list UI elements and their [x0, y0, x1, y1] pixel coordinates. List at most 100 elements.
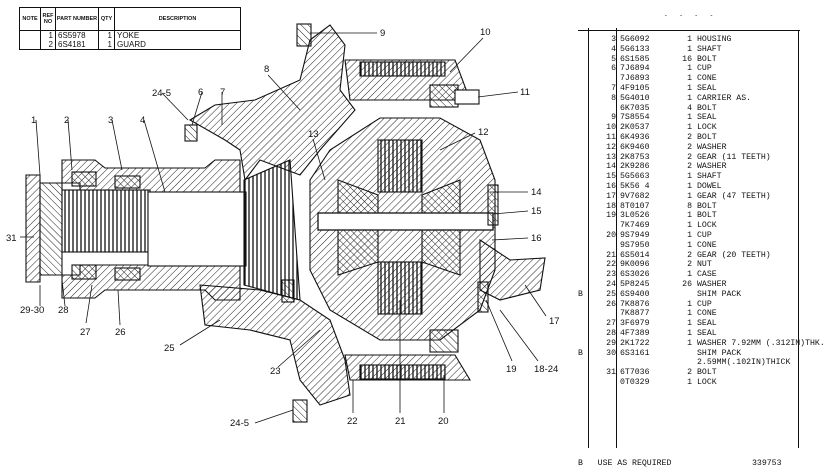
- callout-28: 28: [58, 305, 69, 316]
- description: BOLT: [697, 368, 717, 378]
- bolt-top: [296, 23, 312, 47]
- bearing-cup-left: [71, 171, 97, 187]
- description: CONE: [697, 240, 717, 250]
- ref-no: 16: [606, 181, 616, 191]
- note-code: B: [578, 289, 583, 299]
- description: GEAR (20 TEETH): [697, 250, 771, 260]
- part-number: 5G4010: [620, 93, 650, 103]
- part-number: 3L0526: [620, 211, 650, 221]
- callout-23: 23: [270, 366, 281, 377]
- quantity: 1: [687, 64, 692, 74]
- part-number: 2K9286: [620, 162, 650, 172]
- ref-no: 19: [606, 211, 616, 221]
- callout-17: 17: [549, 316, 560, 327]
- description: CUP: [697, 64, 712, 74]
- part-number: 6K4936: [620, 132, 650, 142]
- ref-no: 9: [611, 113, 616, 123]
- differential-cross-section-drawing: 9 10 11 12 8 13 14 15 16 17 18-24 19 20 …: [6, 23, 560, 429]
- quantity: 1: [687, 230, 692, 240]
- description: WASHER: [697, 162, 727, 172]
- description: DOWEL: [697, 181, 722, 191]
- part-number: 9S7950: [620, 240, 650, 250]
- callout-18-24: 18-24: [534, 364, 558, 375]
- cross-shaft: [317, 212, 494, 231]
- ref-no: 8: [611, 93, 616, 103]
- ref-no: 5: [611, 54, 616, 64]
- quantity: 2: [687, 142, 692, 152]
- callout-15: 15: [531, 206, 542, 217]
- callout-9: 9: [380, 28, 385, 39]
- illustration-number: 339753: [752, 459, 782, 468]
- callout-6: 6: [198, 87, 203, 98]
- part-number: 7S8554: [620, 113, 650, 123]
- description: SHIM PACK: [697, 289, 742, 299]
- description: CARRIER AS.: [697, 93, 752, 103]
- quantity: 8: [687, 201, 692, 211]
- callout-4: 4: [140, 115, 145, 126]
- quantity: 4: [687, 103, 692, 113]
- ref-no: 3: [611, 35, 616, 44]
- quantity: 1: [687, 299, 692, 309]
- description: SEAL: [697, 319, 717, 329]
- description: SEAL: [697, 328, 717, 338]
- yoke-flange: [25, 174, 41, 283]
- description: WASHER: [697, 142, 727, 152]
- quantity: 1: [687, 240, 692, 250]
- callout-24-5-top: 24-5: [152, 88, 171, 99]
- quantity: 16: [682, 54, 692, 64]
- description: WASHER 7.92MM (.312IN)THK.: [697, 338, 825, 348]
- table-row: 1 6S5978 1 YOKE: [19, 30, 241, 40]
- quantity: 1: [687, 172, 692, 182]
- ref-no: 18: [606, 201, 616, 211]
- ref-no: 28: [606, 328, 616, 338]
- quantity: 1: [687, 191, 692, 201]
- ref-no: 14: [606, 162, 616, 172]
- part-number: 7J6893: [620, 74, 650, 84]
- footnote: B USE AS REQUIRED: [578, 459, 672, 468]
- ref-no: 24: [606, 279, 616, 289]
- ref-no: 11: [606, 132, 616, 142]
- quantity: 1: [687, 338, 692, 348]
- quantity: 1: [687, 181, 692, 191]
- part-number: 2K8753: [620, 152, 650, 162]
- col-description: DESCRIPTION: [114, 7, 241, 31]
- part-number: 6K9460: [620, 142, 650, 152]
- callout-16: 16: [531, 233, 542, 244]
- quantity: 1: [687, 211, 692, 221]
- ref-no: 6: [611, 64, 616, 74]
- part-number: 5G5663: [620, 172, 650, 182]
- callout-21: 21: [395, 416, 406, 427]
- part-number: 9K0096: [620, 260, 650, 270]
- part-number: 9S7949: [620, 230, 650, 240]
- parts-list-row: 9S7950 1 CONE: [578, 241, 806, 251]
- description: BOLT: [697, 201, 717, 211]
- ref-no: 30: [606, 348, 616, 358]
- quantity: 2: [687, 152, 692, 162]
- part-number: 6K7035: [620, 103, 650, 113]
- description: CUP: [697, 230, 712, 240]
- callout-7: 7: [220, 87, 225, 98]
- ref-no: 7: [611, 83, 616, 93]
- quantity: 2: [687, 132, 692, 142]
- description: SEAL: [697, 113, 717, 123]
- callout-19: 19: [506, 364, 517, 375]
- description: LOCK: [697, 221, 717, 231]
- callout-22: 22: [347, 416, 358, 427]
- callout-1: 1: [31, 115, 36, 126]
- description: CASE: [697, 270, 717, 280]
- ref-no: 27: [606, 319, 616, 329]
- callout-8: 8: [264, 64, 269, 75]
